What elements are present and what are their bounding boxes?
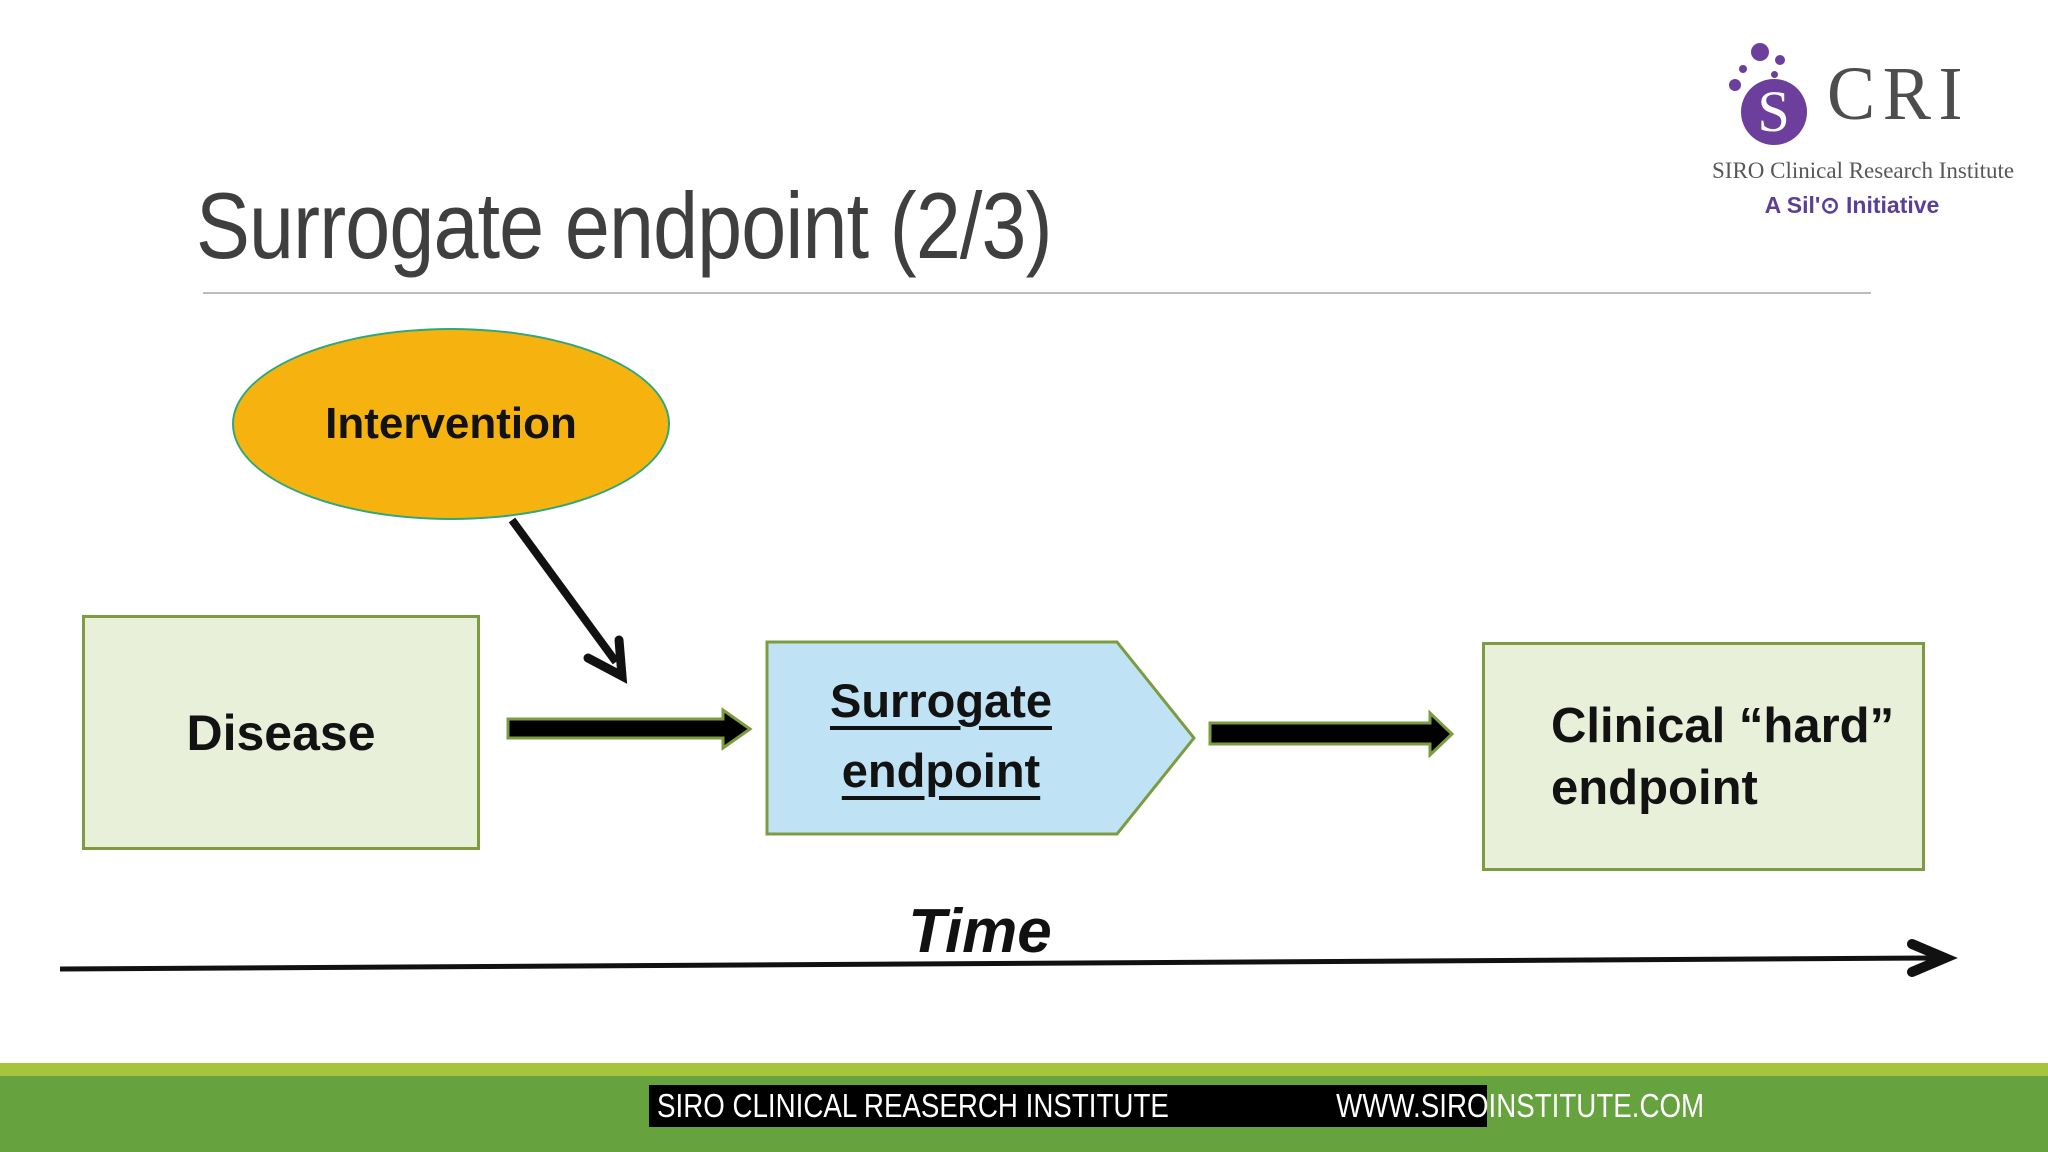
footer-institute-name: SIRO CLINICAL REASERCH INSTITUTE <box>657 1087 1169 1124</box>
intervention-ellipse: Intervention <box>232 328 670 520</box>
molecule-icon: S <box>1727 35 1827 153</box>
arrow-surrogate-to-clinical-icon <box>1208 709 1455 759</box>
intervention-label: Intervention <box>325 399 577 448</box>
footer-light-band <box>0 1063 2048 1076</box>
surrogate-chevron-shape: Surrogate endpoint <box>765 640 1197 836</box>
scri-logo-monogram: S CRI <box>1712 34 1992 154</box>
scri-logo: S CRI SIRO Clinical Research Institute A… <box>1712 34 2015 219</box>
time-axis-arrow-icon <box>59 939 1958 977</box>
arrow-disease-to-surrogate-icon <box>506 707 753 751</box>
disease-label: Disease <box>186 704 376 761</box>
title-divider <box>203 292 1871 294</box>
surrogate-label-line1: Surrogate <box>830 674 1052 727</box>
footer-bar: SIRO CLINICAL REASERCH INSTITUTE WWW.SIR… <box>649 1085 1705 1127</box>
logo-tagline: A Sil'⊙ Initiative <box>1764 192 1940 218</box>
molecule-dot <box>1770 71 1778 78</box>
clinical-endpoint-box: Clinical “hard” endpoint <box>1482 642 1925 871</box>
logo-org-name: SIRO Clinical Research Institute <box>1712 158 2015 183</box>
molecule-dot <box>1774 55 1785 65</box>
page-title: Surrogate endpoint (2/3) <box>196 173 1053 278</box>
surrogate-label-line2: endpoint <box>841 744 1041 797</box>
clinical-label-line2: endpoint <box>1551 760 1758 815</box>
footer-website: WWW.SIROINSTITUTE.COM <box>1336 1087 1705 1124</box>
logo-cri-text: CRI <box>1826 52 1970 136</box>
clinical-label-line1: Clinical “hard” <box>1551 698 1895 753</box>
molecule-dot <box>1738 65 1747 73</box>
molecule-dot <box>1750 43 1769 61</box>
disease-box: Disease <box>82 615 480 850</box>
chevron-outline-icon <box>765 640 1196 836</box>
molecule-dot <box>1728 79 1741 91</box>
logo-s-circle: S <box>1740 79 1807 145</box>
arrow-intervention-to-pathway-icon <box>508 517 628 684</box>
surrogate-label: Surrogate endpoint <box>765 666 1117 806</box>
time-axis-label: Time <box>908 897 1052 966</box>
